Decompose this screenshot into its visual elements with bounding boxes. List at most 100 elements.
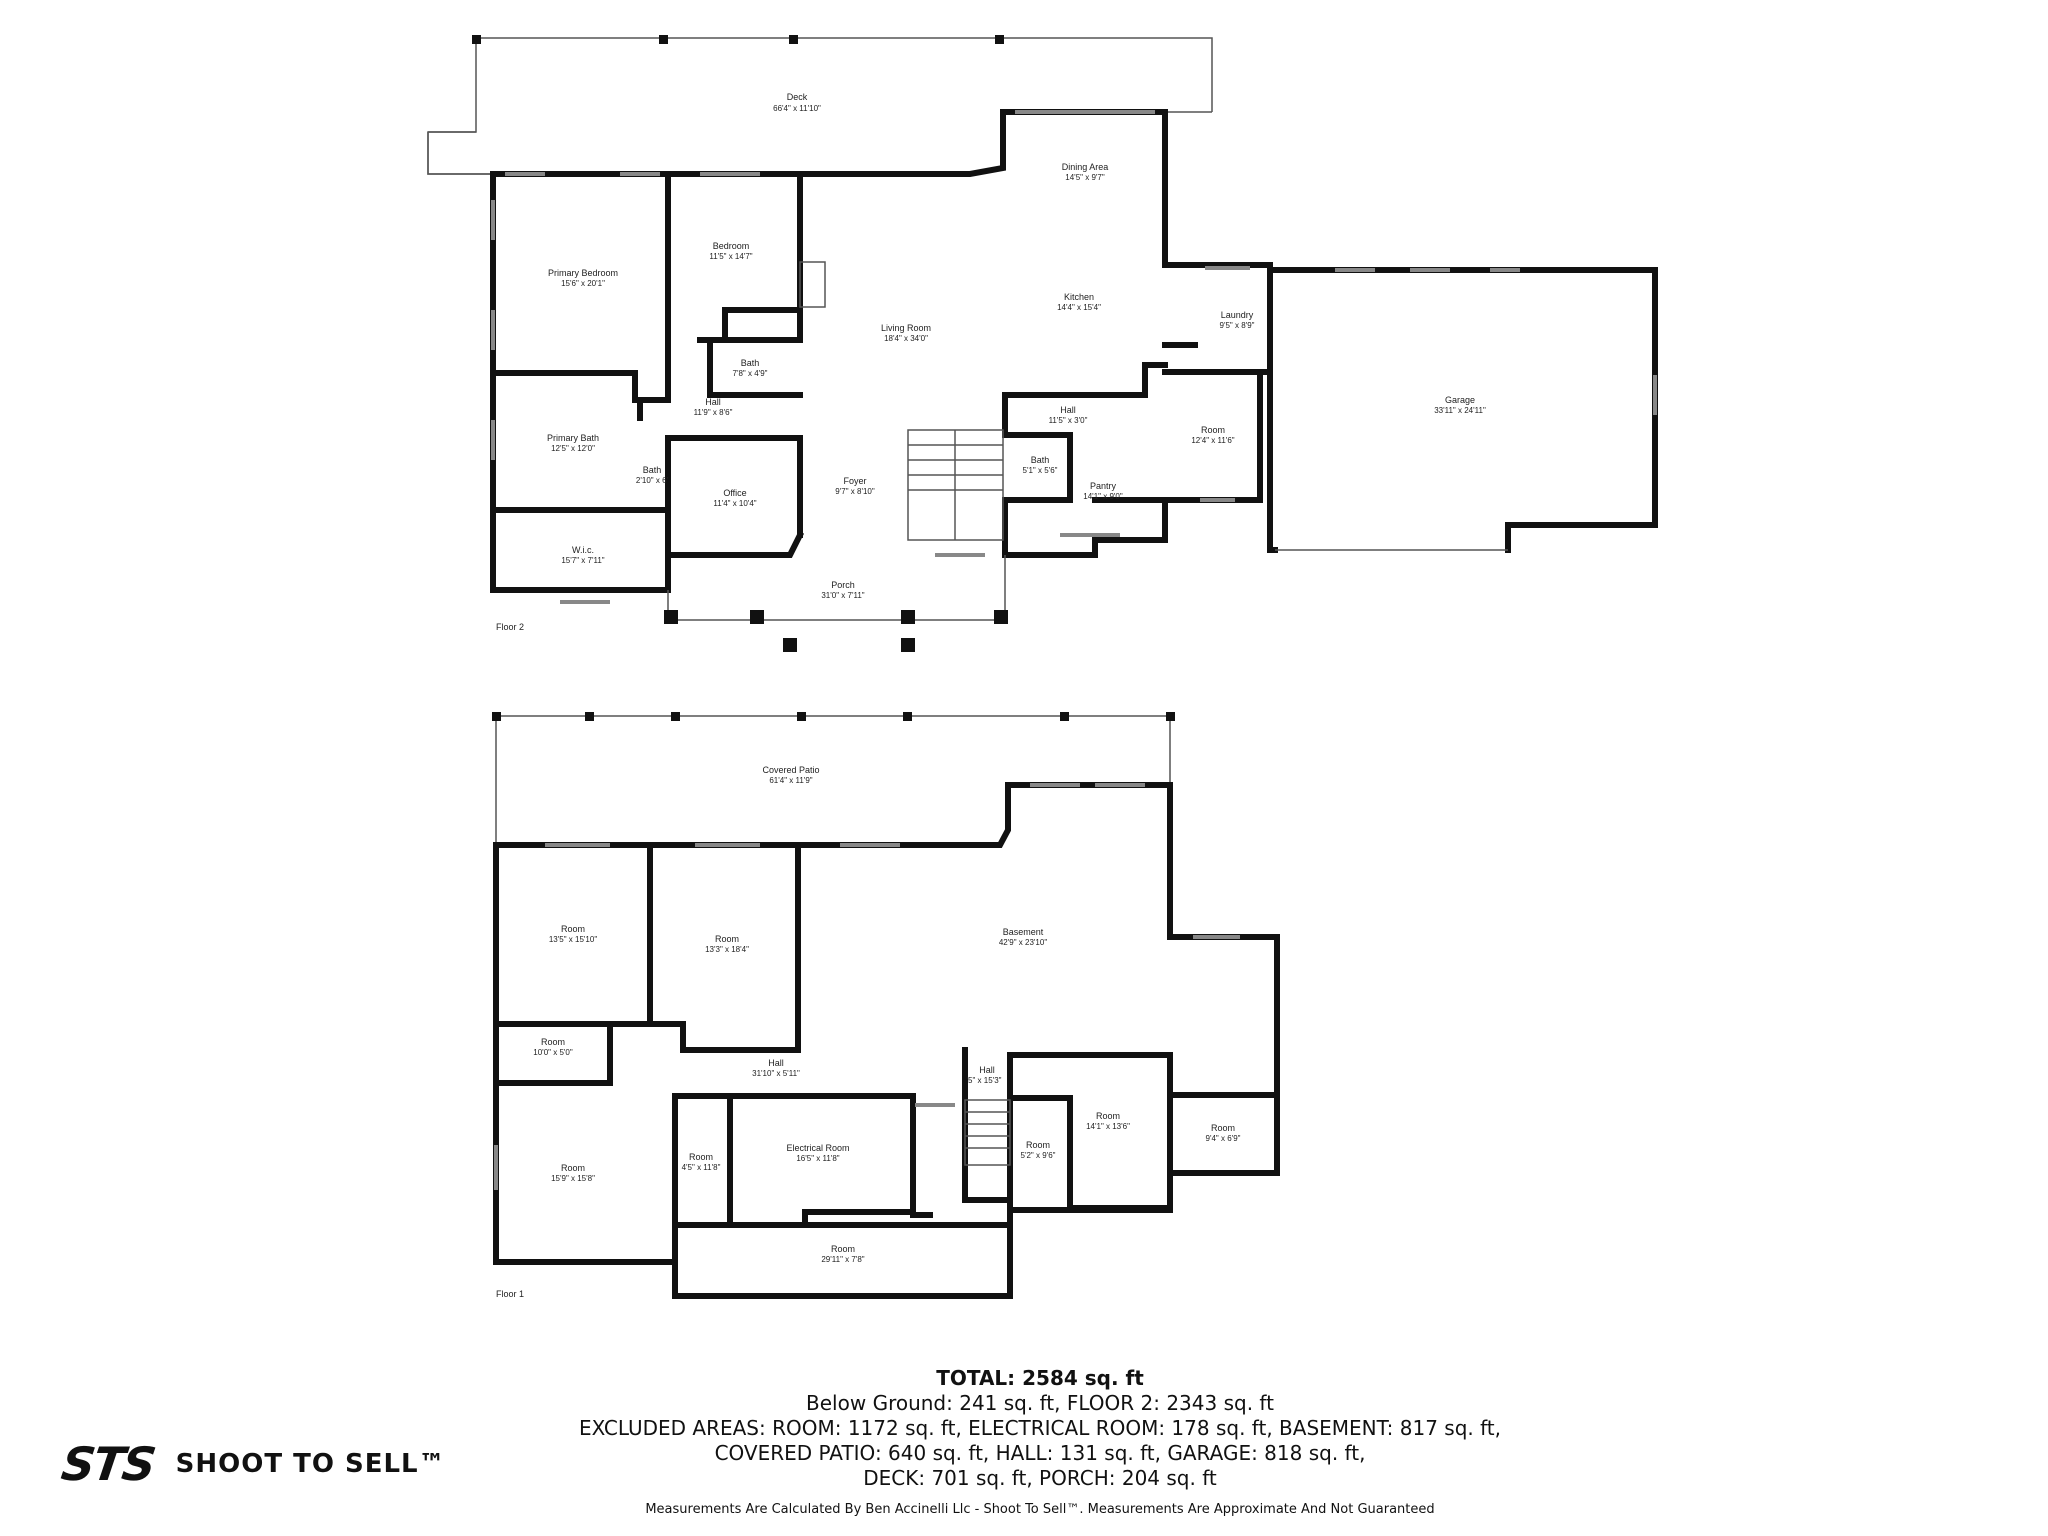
summary-line-4: DECK: 701 sq. ft, PORCH: 204 sq. ft — [863, 1466, 1217, 1490]
room-b-label: Room — [715, 934, 739, 944]
floor1-label: Floor 1 — [496, 1289, 524, 1299]
primary-bedroom-dims: 15'6" x 20'1" — [561, 279, 605, 288]
basement-dims: 42'9" x 23'10" — [999, 938, 1047, 947]
porch-dims: 31'0" x 7'11" — [821, 591, 864, 600]
fireplace — [799, 261, 826, 308]
total-area: TOTAL: 2584 sq. ft — [936, 1366, 1144, 1390]
bath3-label: Bath — [1031, 455, 1050, 465]
disclaimer: Measurements Are Calculated By Ben Accin… — [645, 1502, 1435, 1517]
foyer-label: Foyer — [843, 476, 866, 486]
summary-line-1: Below Ground: 241 sq. ft, FLOOR 2: 2343 … — [806, 1391, 1274, 1415]
room-a-label: Room — [561, 924, 585, 934]
floor2-room-labels: Deck 66'4" x 11'10" Dining Area 14'5" x … — [547, 92, 1486, 600]
office-dims: 11'4" x 10'4" — [713, 499, 756, 508]
floor-1-plan: Covered Patio 61'4" x 11'9" Room 13'5" x… — [492, 712, 1280, 1299]
floor2-label: Floor 2 — [496, 622, 524, 632]
patio-posts — [492, 712, 1175, 721]
laundry-label: Laundry — [1221, 310, 1254, 320]
deck-label: Deck — [787, 92, 808, 102]
kitchen-dims: 14'4" x 15'4" — [1057, 303, 1101, 312]
foyer-dims: 9'7" x 8'10" — [835, 487, 875, 496]
hall2-label: Hall — [1060, 405, 1076, 415]
hall1-label: Hall — [705, 397, 721, 407]
room-e-label: Room — [1211, 1123, 1235, 1133]
room-e-dims: 9'4" x 6'9" — [1206, 1134, 1241, 1143]
bedroom-dims: 11'5" x 14'7" — [709, 252, 752, 261]
summary-line-3: COVERED PATIO: 640 sq. ft, HALL: 131 sq.… — [714, 1441, 1366, 1465]
primary-bedroom-label: Primary Bedroom — [548, 268, 618, 278]
floor2-exterior-walls — [490, 109, 1273, 593]
wic-label: W.i.c. — [572, 545, 594, 555]
patio-label: Covered Patio — [762, 765, 819, 775]
bath1-label: Bath — [741, 358, 760, 368]
room-g-dims: 4'5" x 11'8" — [682, 1163, 721, 1172]
room-i-dims: 29'11" x 7'8" — [821, 1255, 864, 1264]
brand-logo: STS SHOOT TO SELL™ — [58, 1437, 446, 1491]
bedroom-label: Bedroom — [713, 241, 750, 251]
hall1-dims: 11'9" x 8'6" — [694, 408, 733, 417]
bath2-label: Bath — [643, 465, 662, 475]
basement-label: Basement — [1003, 927, 1044, 937]
wic-dims: 15'7" x 7'11" — [561, 556, 604, 565]
porch-label: Porch — [831, 580, 855, 590]
laundry-dims: 9'5" x 8'9" — [1220, 321, 1255, 330]
room-i-label: Room — [831, 1244, 855, 1254]
electrical-room-label: Electrical Room — [786, 1143, 849, 1153]
hall-a-dims: 31'10" x 5'11" — [752, 1069, 800, 1078]
floor2-interior-walls — [490, 171, 1273, 558]
bath2-dims: 2'10" x 6' — [636, 476, 669, 485]
room-a-dims: 13'5" x 15'10" — [549, 935, 597, 944]
floor1-room-labels: Covered Patio 61'4" x 11'9" Room 13'5" x… — [533, 765, 1240, 1264]
primary-bath-label: Primary Bath — [547, 433, 599, 443]
bath3-dims: 5'1" x 5'6" — [1023, 466, 1058, 475]
living-room-label: Living Room — [881, 323, 931, 333]
room-label: Room — [1201, 425, 1225, 435]
dining-dims: 14'5" x 9'7" — [1065, 173, 1105, 182]
electrical-room-dims: 16'5" x 11'8" — [796, 1154, 839, 1163]
room-b-dims: 13'3" x 18'4" — [705, 945, 749, 954]
room-g-label: Room — [689, 1152, 713, 1162]
porch-posts — [664, 610, 1008, 652]
deck-outline — [427, 38, 498, 175]
hall-b-dims: '5" x 15'3" — [967, 1076, 1002, 1085]
garage-dims: 33'11" x 24'11" — [1434, 406, 1486, 415]
patio-outline — [495, 715, 1171, 842]
room-dims: 12'4" x 11'6" — [1191, 436, 1234, 445]
floor1-stairs — [964, 1099, 1011, 1166]
pantry-label: Pantry — [1090, 481, 1117, 491]
kitchen-label: Kitchen — [1064, 292, 1094, 302]
hall-a-label: Hall — [768, 1058, 784, 1068]
bath1-dims: 7'8" x 4'9" — [733, 369, 768, 378]
brand-name: SHOOT TO SELL™ — [175, 1449, 446, 1479]
porch-outline — [667, 555, 1006, 621]
hall-b-label: Hall — [979, 1065, 995, 1075]
dining-label: Dining Area — [1062, 162, 1109, 172]
living-room-dims: 18'4" x 34'0" — [884, 334, 928, 343]
room-c-dims: 10'0" x 5'0" — [533, 1048, 573, 1057]
patio-dims: 61'4" x 11'9" — [769, 776, 812, 785]
deck-posts — [472, 35, 1004, 44]
garage-label: Garage — [1445, 395, 1475, 405]
room-d-label: Room — [1096, 1111, 1120, 1121]
floor-2-plan: Deck 66'4" x 11'10" Dining Area 14'5" x … — [427, 35, 1658, 652]
floor1-windows — [494, 783, 1240, 1190]
room-f-dims: 15'9" x 15'8" — [551, 1174, 595, 1183]
pantry-dims: 14'1" x 9'0" — [1083, 492, 1123, 501]
floor2-windows — [491, 110, 1657, 604]
floor1-exterior-walls — [493, 782, 1280, 1299]
room-h-dims: 5'2" x 9'6" — [1021, 1151, 1056, 1160]
deck-dims: 66'4" x 11'10" — [773, 104, 821, 113]
hall2-dims: 11'5" x 3'0" — [1049, 416, 1088, 425]
primary-bath-dims: 12'5" x 12'0" — [551, 444, 595, 453]
room-d-dims: 14'1" x 13'6" — [1086, 1122, 1130, 1131]
office-label: Office — [723, 488, 746, 498]
room-h-label: Room — [1026, 1140, 1050, 1150]
area-summary: TOTAL: 2584 sq. ft Below Ground: 241 sq.… — [440, 1366, 1640, 1491]
floor1-interior-walls — [493, 842, 1280, 1265]
floor2-stairs — [907, 429, 1004, 541]
garage-walls — [1267, 262, 1658, 553]
room-f-label: Room — [561, 1163, 585, 1173]
room-c-label: Room — [541, 1037, 565, 1047]
deck-rail — [427, 37, 1213, 175]
